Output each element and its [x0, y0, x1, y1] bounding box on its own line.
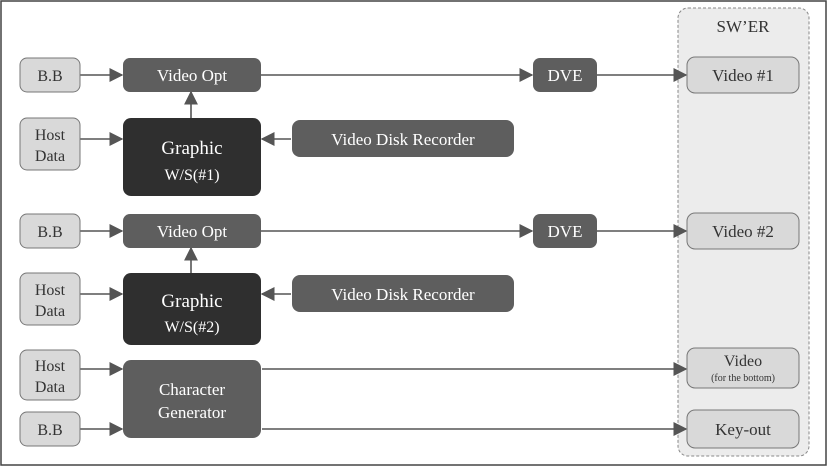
vdr1-node: Video Disk Recorder: [292, 120, 514, 157]
bb1-node: B.B: [19, 57, 81, 93]
bb2-node: B.B: [19, 213, 81, 249]
bb3-box: [19, 411, 81, 447]
graphic1-node: Graphic W/S(#1): [123, 118, 261, 196]
graphic1-label-line2: W/S(#1): [164, 167, 219, 184]
video2-box: [686, 212, 800, 250]
host1-box: [19, 117, 81, 171]
cg-box: [123, 360, 261, 438]
keyout-node: Key-out: [686, 409, 800, 449]
vdr2-box: [292, 275, 514, 312]
dve2-label: DVE: [548, 222, 583, 241]
dve1-box: [533, 58, 597, 92]
videoopt2-node: Video Opt: [123, 214, 261, 248]
dve1-node: DVE: [533, 58, 597, 92]
host2-label-line2: Data: [35, 303, 65, 320]
vdr2-node: Video Disk Recorder: [292, 275, 514, 312]
video1-node: Video #1: [686, 56, 800, 94]
videoopt1-node: Video Opt: [123, 58, 261, 92]
bb1-label: B.B: [37, 68, 62, 85]
keyout-label: Key-out: [715, 420, 771, 439]
video1-label: Video #1: [712, 66, 774, 85]
host2-box: [19, 272, 81, 326]
vdr1-box: [292, 120, 514, 157]
video2-node: Video #2: [686, 212, 800, 250]
video1-box: [686, 56, 800, 94]
videoopt1-label: Video Opt: [157, 66, 228, 85]
host1-label-line2: Data: [35, 148, 65, 165]
host2-node: Host Data: [19, 272, 81, 326]
host2-label-line1: Host: [35, 282, 66, 299]
video-bottom-sublabel: (for the bottom): [711, 373, 775, 384]
graphic2-label-line2: W/S(#2): [164, 319, 219, 336]
host1-node: Host Data: [19, 117, 81, 171]
videoopt2-label: Video Opt: [157, 222, 228, 241]
bb3-node: B.B: [19, 411, 81, 447]
keyout-box: [686, 409, 800, 449]
connections: [80, 68, 688, 436]
video2-label: Video #2: [712, 222, 774, 241]
host3-label-line2: Data: [35, 379, 65, 396]
videoopt2-box: [123, 214, 261, 248]
video-bottom-box: [686, 347, 800, 389]
host3-node: Host Data: [19, 349, 81, 401]
graphic2-box: [123, 273, 261, 345]
vdr1-label: Video Disk Recorder: [331, 130, 475, 149]
bb2-label: B.B: [37, 224, 62, 241]
bb3-label: B.B: [37, 422, 62, 439]
graphic1-box: [123, 118, 261, 196]
video-bottom-node: Video (for the bottom): [686, 347, 800, 389]
dve2-node: DVE: [533, 214, 597, 248]
cg-label-line1: Character: [159, 380, 225, 399]
graphic2-node: Graphic W/S(#2): [123, 273, 261, 345]
bb1-box: [19, 57, 81, 93]
host3-box: [19, 349, 81, 401]
dve1-label: DVE: [548, 66, 583, 85]
host1-label-line1: Host: [35, 127, 66, 144]
vdr2-label: Video Disk Recorder: [331, 285, 475, 304]
dve2-box: [533, 214, 597, 248]
videoopt1-box: [123, 58, 261, 92]
bb2-box: [19, 213, 81, 249]
graphic2-label-line1: Graphic: [161, 291, 222, 312]
host3-label-line1: Host: [35, 358, 66, 375]
switcher-title: SW’ER: [717, 17, 771, 36]
video-bottom-label: Video: [724, 353, 762, 370]
cg-node: Character Generator: [123, 360, 261, 438]
cg-label-line2: Generator: [158, 403, 226, 422]
graphic1-label-line1: Graphic: [161, 138, 222, 159]
